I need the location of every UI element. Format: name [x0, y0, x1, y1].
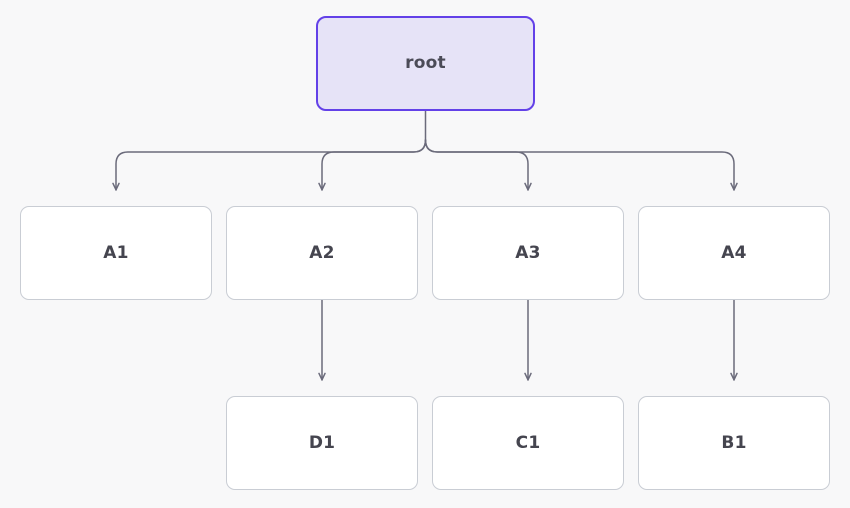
node-d1[interactable]: D1 — [226, 396, 418, 490]
node-a2[interactable]: A2 — [226, 206, 418, 300]
node-a4[interactable]: A4 — [638, 206, 830, 300]
edge-root-to-a2 — [318, 139, 427, 191]
node-label-a3: A3 — [515, 242, 541, 263]
node-label-a4: A4 — [721, 242, 747, 263]
node-a1[interactable]: A1 — [20, 206, 212, 300]
edge-root-to-a4 — [424, 139, 738, 191]
node-label-a1: A1 — [103, 242, 129, 263]
node-label-a2: A2 — [309, 242, 335, 263]
node-a3[interactable]: A3 — [432, 206, 624, 300]
node-label-d1: D1 — [308, 432, 336, 453]
edge-root-to-a1 — [112, 139, 427, 191]
node-label-c1: C1 — [515, 432, 541, 453]
node-label-root: root — [405, 53, 446, 73]
node-label-b1: B1 — [721, 432, 747, 453]
node-root[interactable]: root — [316, 16, 535, 111]
node-c1[interactable]: C1 — [432, 396, 624, 490]
node-b1[interactable]: B1 — [638, 396, 830, 490]
edge-root-to-a3 — [424, 139, 532, 191]
